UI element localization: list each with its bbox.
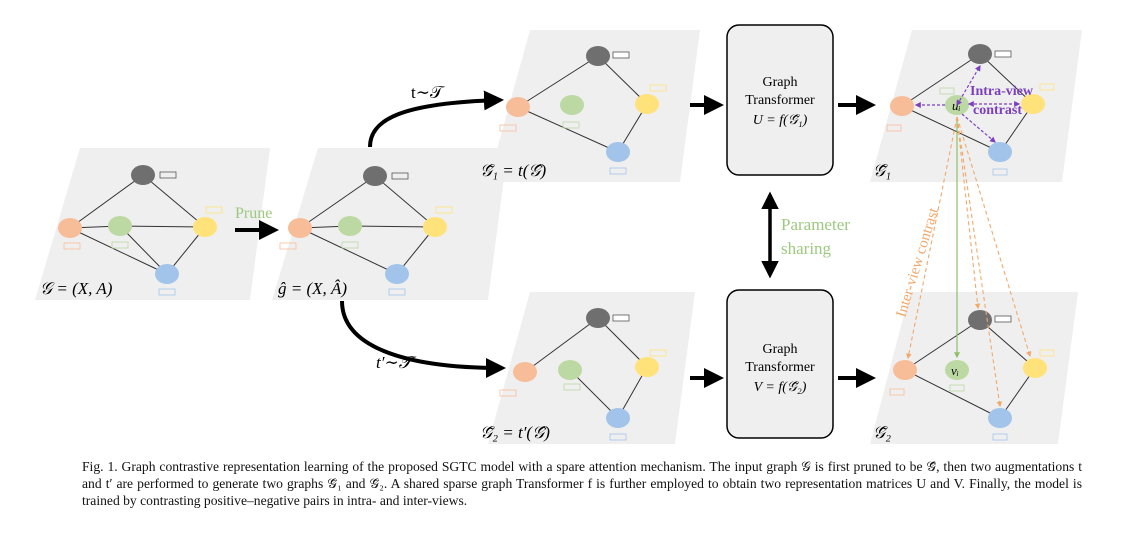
figure-caption: Fig. 1. Graph contrastive representation…: [82, 459, 1082, 508]
transformer-top-line2: Transformer: [745, 93, 815, 108]
augment-t-label: t∼𝒯: [411, 83, 445, 102]
sgtc-diagram: 𝒢 = (X, A) Prune ĝ = (X, Â) t∼𝒯 t′∼𝒯: [35, 24, 1082, 444]
transformer-top: Graph Transformer U = f(𝒢̃₁): [726, 24, 834, 176]
node-v-label: vᵢ: [951, 363, 959, 378]
graph-G2-label: 𝒢̃₂ = t′(𝒢̂): [480, 423, 550, 442]
augment-t-arrow: [368, 90, 504, 148]
transformer-bottom-line1: Graph: [763, 342, 798, 357]
transformer-bottom: Graph Transformer V = f(𝒢̃₂): [726, 289, 834, 439]
intra-view-label-line1: Intra-view: [970, 84, 1034, 99]
inter-view-negative-arrows: [906, 116, 1032, 408]
graph-G2-output: vᵢ 𝒢̃₂: [870, 292, 1078, 444]
graph-G2: 𝒢̃₂ = t′(𝒢̂): [480, 292, 695, 444]
intra-view-label-line2: contrast: [973, 103, 1022, 118]
graph-G-hat: ĝ = (X, Â): [272, 148, 508, 300]
prune-label: Prune: [235, 205, 272, 222]
parameter-sharing-line1: Parameter: [781, 215, 850, 234]
graph-G1-output-label: 𝒢̃₁: [873, 161, 891, 180]
transformer-bottom-line2: Transformer: [745, 360, 815, 375]
augment-t-prime-label: t′∼𝒯: [376, 353, 417, 372]
graph-G1-output: uᵢ Intra-view contrast 𝒢̃₁: [870, 30, 1082, 182]
transformer-top-formula: U = f(𝒢̃₁): [753, 113, 808, 128]
parameter-sharing-line2: sharing: [781, 239, 832, 258]
graph-G: 𝒢 = (X, A): [35, 148, 270, 300]
graph-G1: 𝒢̃₁ = t(𝒢̂): [480, 30, 700, 182]
node-u-label: uᵢ: [952, 98, 961, 113]
graph-G2-output-label: 𝒢̃₂: [873, 423, 891, 442]
graph-G1-label: 𝒢̃₁ = t(𝒢̂): [480, 161, 546, 180]
transformer-top-line1: Graph: [763, 75, 798, 90]
graph-G-hat-label: ĝ = (X, Â): [278, 279, 347, 298]
graph-G-label: 𝒢 = (X, A): [40, 279, 113, 298]
augment-t-prime-arrow: [340, 300, 506, 378]
transformer-bottom-formula: V = f(𝒢̃₂): [754, 380, 807, 395]
